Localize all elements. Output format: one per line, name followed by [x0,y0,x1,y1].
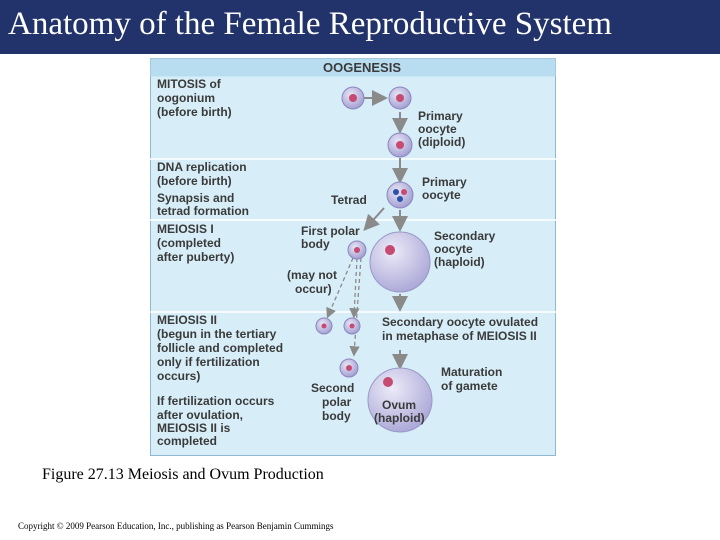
diagram-header: OOGENESIS [323,60,401,75]
stage-fertilization-label: If fertilization occurs after ovulation,… [157,394,278,448]
stage-meiosis2-label: MEIOSIS II (begun in the tertiary follic… [157,313,286,383]
primary-oocyte-label: Primary oocyte [422,175,470,202]
stage-dna-replication-label: DNA replication (before birth) [157,160,250,188]
oogonium-cell [388,86,412,110]
dashed-arrow [349,257,360,319]
may-not-occur-label: (may not occur) [287,268,340,296]
secondary-oocyte-cell [369,231,431,293]
stage-synapsis-label: Synapsis and tetrad formation [157,191,249,218]
oogonium-cell [341,86,365,110]
primary-oocyte-diploid-cell [387,132,413,158]
dashed-arrow [349,257,362,357]
polar-body-cell [343,317,361,335]
secondary-oocyte-ovulated-label: Secondary oocyte ovulated in metaphase o… [382,315,541,343]
stage-meiosis1-label: MEIOSIS I (completed after puberty) [157,222,234,264]
polar-body-cell [315,317,333,335]
ovum-label: Ovum (haploid) [374,398,425,425]
primary-oocyte-tetrad-cell [386,181,414,209]
first-polar-body-label: First polar body [301,224,363,251]
header-band [150,58,556,77]
tetrad-label: Tetrad [331,193,367,207]
second-polar-body-cell [339,358,359,378]
maturation-label: Maturation of gamete [441,365,506,393]
copyright-notice: Copyright © 2009 Pearson Education, Inc.… [18,521,334,531]
second-polar-body-label: Second polar body [311,381,358,423]
figure-caption: Figure 27.13 Meiosis and Ovum Production [42,466,324,483]
arrow [363,207,385,231]
slide-title: Anatomy of the Female Reproductive Syste… [8,6,612,42]
secondary-oocyte-label: Secondary oocyte (haploid) [434,229,499,269]
first-polar-body-cell [347,240,367,260]
title-bar: Anatomy of the Female Reproductive Syste… [0,0,720,54]
stage-mitosis-label: MITOSIS of oogonium (before birth) [157,77,232,119]
oogenesis-diagram: OOGENESIS MITOSIS of oogonium (before bi… [150,58,556,456]
dashed-arrow [326,257,354,319]
primary-oocyte-diploid-label: Primary oocyte (diploid) [418,109,466,149]
ovum-cell [367,367,433,433]
